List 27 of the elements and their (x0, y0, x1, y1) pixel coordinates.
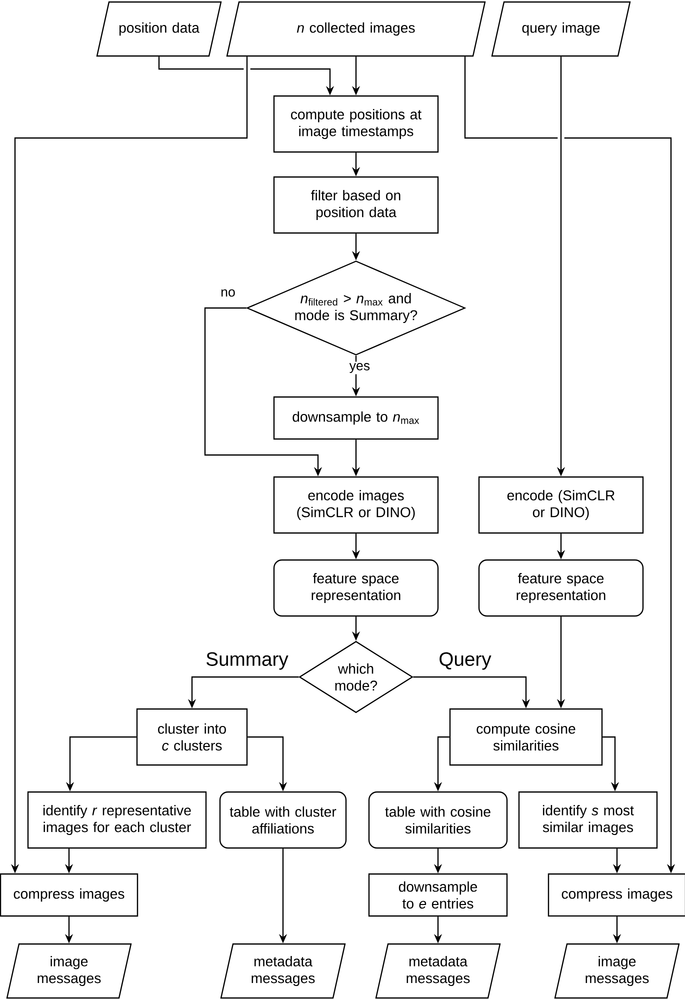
process-box: downsample to e entries (368, 873, 508, 917)
data-parallelogram: n collected images (226, 1, 486, 57)
rounded-box: feature space representation (478, 559, 644, 617)
data-parallelogram: image messages (6, 943, 132, 999)
rounded-box: table with cosine similarities (368, 791, 508, 849)
data-parallelogram: image messages (554, 943, 680, 999)
process-box: identify r representative images for each cluster (27, 791, 207, 849)
edge-label: no (219, 288, 237, 298)
process-box: encode (SimCLR or DINO) (478, 476, 644, 534)
edge-label: yes (348, 362, 372, 374)
data-parallelogram: metadata messages (220, 943, 346, 999)
data-parallelogram: position data (96, 1, 222, 57)
rounded-box: table with cluster affiliations (219, 791, 347, 849)
data-parallelogram: metadata messages (375, 943, 501, 999)
process-box: compute positions at image timestamps (273, 95, 439, 153)
edge-label: Query (437, 650, 493, 672)
process-box: downsample to n$_{max}$ (273, 396, 439, 440)
process-box: encode images (SimCLR or DINO) (273, 476, 439, 534)
process-box: filter based on position data (273, 176, 439, 234)
process-box: identify s most similar images (518, 791, 658, 849)
process-box: compress images (548, 873, 685, 917)
process-box: cluster into c clusters (136, 708, 248, 766)
process-box: compress images (0, 873, 138, 917)
edge-label: Summary (204, 650, 290, 672)
data-parallelogram: query image (491, 1, 631, 57)
process-box: compute cosine similarities (449, 708, 603, 766)
rounded-box: feature space representation (273, 559, 439, 617)
